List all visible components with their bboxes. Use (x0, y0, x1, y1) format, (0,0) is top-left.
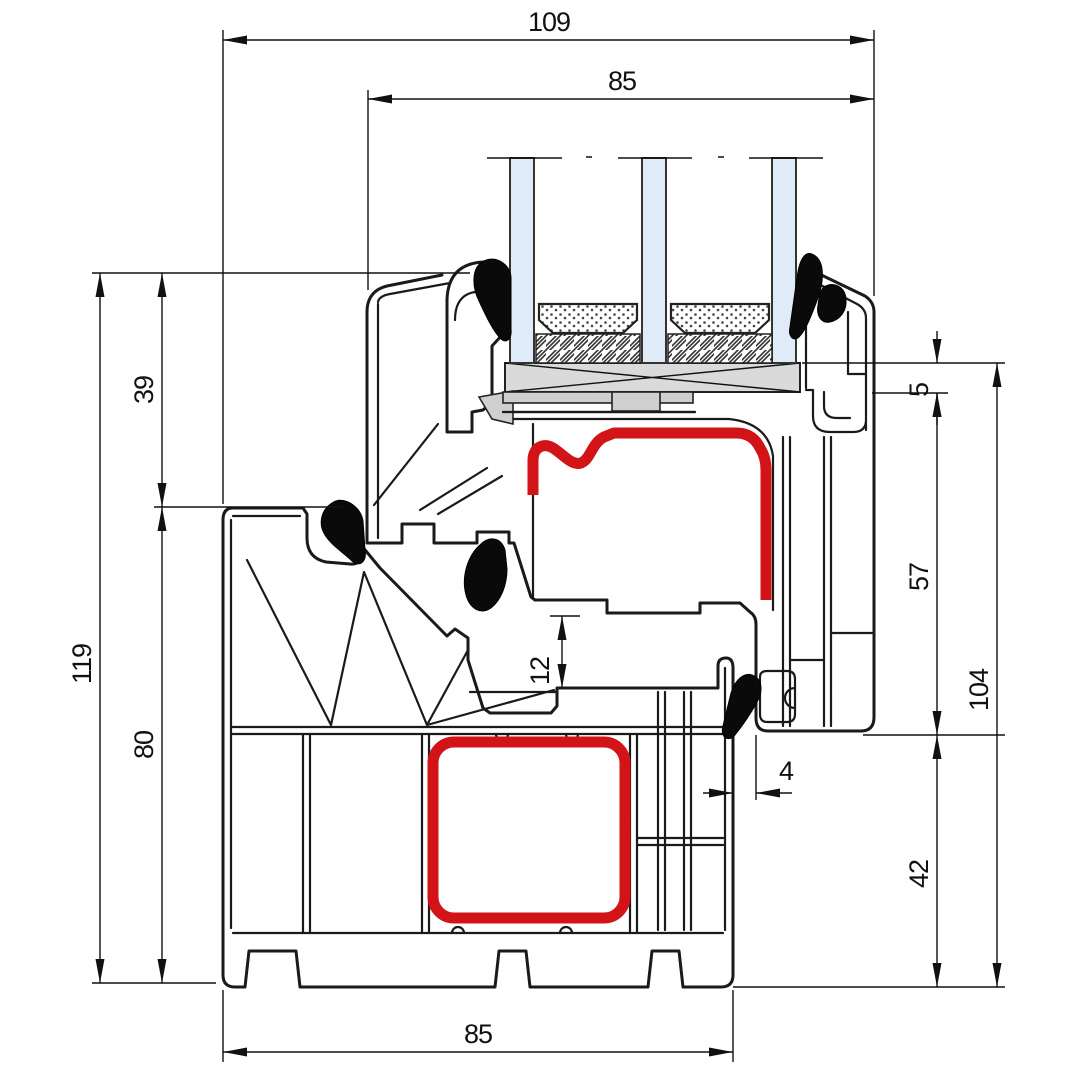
dim-overall-width: 109 (223, 7, 874, 45)
dim-label-5: 5 (904, 383, 934, 397)
frame-centering-nubs (427, 686, 762, 935)
steel-reinforcement-frame (427, 736, 631, 924)
glazing-block-cross (504, 362, 801, 393)
gaskets (320, 253, 847, 740)
dim-label-42: 42 (904, 860, 934, 888)
dim-lower-height: 42 (904, 735, 942, 987)
butyl-seal-2 (667, 333, 773, 364)
frame-rebate-gasket (320, 499, 366, 565)
glazing-gasket-outer (789, 253, 823, 340)
sash-outer-contour (365, 269, 876, 733)
steel-reinforcement-sash (527, 427, 772, 600)
sash-profile (365, 269, 876, 733)
extension-lines (92, 30, 1005, 1062)
glazing-bridge (502, 391, 694, 404)
dim-frame-height: 80 (129, 507, 167, 983)
steel-reinforcements (427, 427, 772, 924)
dim-label-119: 119 (67, 644, 97, 684)
dim-label-12: 12 (525, 657, 555, 685)
dimensions: 109 85 119 39 80 5 (67, 7, 1005, 1062)
dim-side-height: 104 (964, 363, 1002, 987)
dim-rebate-gap: 12 (525, 616, 567, 688)
glass-break-ticks (487, 156, 823, 159)
glazing-unit (487, 156, 823, 364)
glazing-block-group (477, 362, 801, 426)
dim-label-104: 104 (964, 668, 994, 711)
dim-label-57: 57 (904, 563, 934, 591)
frame-profile (221, 506, 762, 989)
glass-pane-1 (509, 157, 535, 364)
overlap-gasket (721, 673, 762, 740)
dim-label-85-bottom: 85 (464, 1019, 492, 1049)
sash-diagonal-webs (372, 422, 504, 516)
dim-joint-gap: 4 (703, 756, 795, 798)
glass-pane-2 (641, 157, 667, 364)
frame-diagonal-webs (245, 558, 556, 727)
butyl-seal-1 (535, 333, 641, 364)
dim-sash-side-height: 57 (904, 393, 942, 735)
spacer-bar-1 (537, 302, 639, 335)
centre-seal-gasket (463, 538, 508, 612)
dim-label-39: 39 (129, 376, 159, 404)
outer-corner-gasket (817, 284, 847, 323)
glazing-gasket-inner (473, 258, 512, 342)
dim-label-109: 109 (528, 7, 570, 37)
dim-label-85-top: 85 (608, 66, 636, 96)
dim-upper-height: 39 (129, 273, 167, 507)
dim-sash-width: 85 (368, 66, 874, 104)
dim-label-4: 4 (779, 756, 794, 786)
dim-label-80: 80 (129, 731, 159, 759)
frame-outer-contour (221, 506, 735, 989)
dim-frame-width: 85 (223, 1019, 733, 1057)
glazing-bridge-block (611, 391, 661, 412)
dim-overall-height: 119 (67, 273, 105, 983)
spacer-bar-2 (669, 302, 771, 335)
